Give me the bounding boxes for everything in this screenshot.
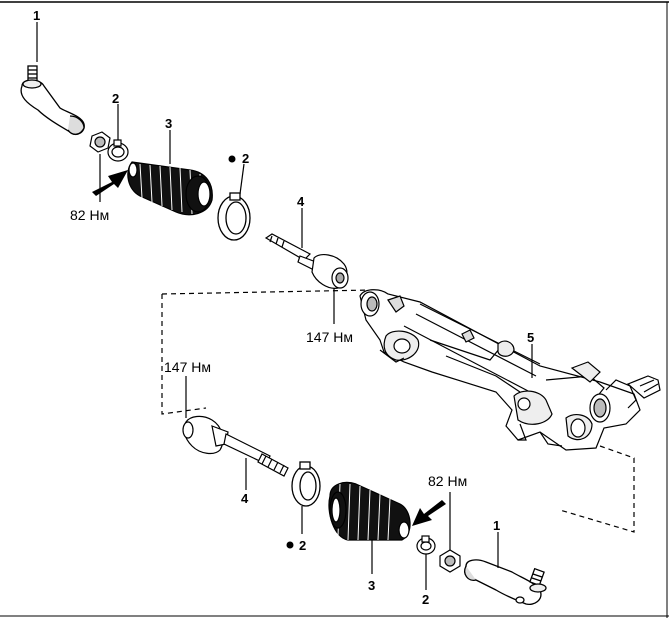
nut-top [89, 131, 111, 153]
torque-nut-bottom: 82 Нм [428, 473, 467, 489]
callout-2-clip-top: 2 [112, 91, 119, 106]
callout-2-clamp-bottom: 2 [299, 538, 306, 553]
nut-bottom [439, 549, 461, 573]
torque-nut-top: 82 Нм [70, 207, 109, 223]
arrow-icon-top [92, 170, 128, 196]
callout-2-clip-bottom: 2 [422, 592, 429, 607]
leader-2-clamp-top [239, 163, 245, 195]
bullet-icon-clamp-top [228, 155, 236, 163]
clamp-bottom [291, 461, 321, 507]
callout-5-rack: 5 [527, 330, 534, 345]
callout-4-bottom: 4 [241, 491, 249, 506]
torque-inner-rod-bottom: 147 Нм [164, 359, 211, 375]
clip-bottom [416, 535, 436, 555]
callout-4-top: 4 [297, 194, 305, 209]
tie-rod-end-top [20, 65, 85, 136]
arrow-icon-bottom [412, 500, 446, 526]
steering-rack [359, 289, 661, 451]
callout-2-clamp-top: 2 [242, 151, 249, 166]
dashed-frame-right [559, 445, 635, 533]
clamp-top [217, 192, 251, 241]
callout-1-bottom: 1 [493, 518, 500, 533]
boot-bottom [328, 481, 411, 541]
inner-rod-bottom [182, 415, 289, 477]
boot-top [127, 161, 213, 216]
inner-rod-top [264, 233, 349, 289]
tie-rod-end-bottom [464, 559, 547, 606]
clip-top [107, 139, 129, 162]
dashed-frame-top [161, 289, 373, 295]
torque-inner-rod-top: 147 Нм [306, 329, 353, 345]
callout-3-top: 3 [165, 116, 172, 131]
callout-3-bottom: 3 [368, 578, 375, 593]
bullet-icon-clamp-bottom [286, 541, 294, 549]
callout-1-top: 1 [33, 8, 40, 23]
dashed-frame-left [161, 294, 207, 415]
